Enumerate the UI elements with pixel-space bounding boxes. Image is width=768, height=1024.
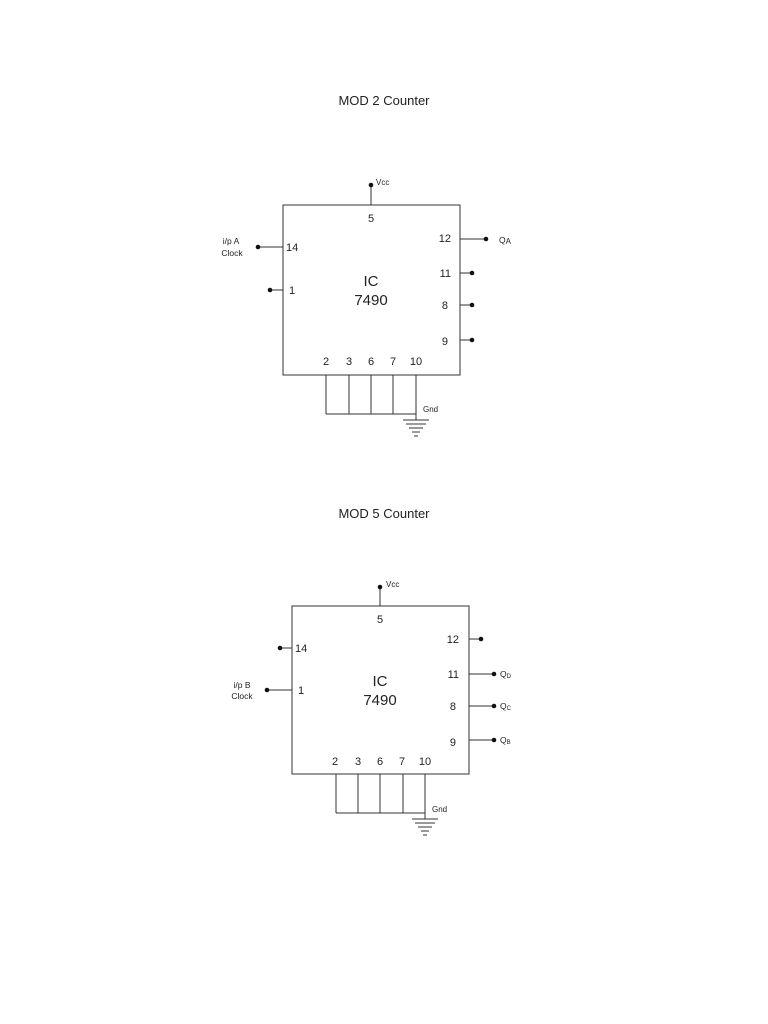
input-a-label: i/p A	[223, 236, 240, 246]
pin-14-label: 14	[286, 242, 298, 254]
vcc-terminal	[377, 584, 383, 590]
mod2-counter-title: MOD 2 Counter	[338, 93, 430, 108]
pin-8-label: 8	[450, 701, 456, 713]
ground-icon	[403, 419, 429, 437]
pin-1-label: 1	[289, 285, 295, 297]
ground-bus	[325, 375, 417, 420]
output-qa-label: QA	[499, 235, 512, 246]
output-qb-label: QB	[500, 735, 511, 746]
pin-9-label: 9	[442, 336, 448, 348]
ic-label-line1: IC	[373, 673, 388, 690]
pin-14-terminal	[277, 645, 283, 651]
input-b-label: i/p B	[233, 680, 250, 690]
pin-11-label: 11	[448, 669, 459, 681]
pin-5-label: 5	[368, 213, 374, 225]
pin-14-terminal	[255, 244, 261, 250]
pin-12-label: 12	[439, 233, 451, 245]
pin-9-terminal	[469, 337, 475, 343]
pin-6-label: 6	[377, 756, 383, 768]
pin-8-terminal	[491, 703, 497, 709]
pin-7-label: 7	[399, 756, 405, 768]
pin-11-label: 11	[440, 268, 451, 280]
pin-8-terminal	[469, 302, 475, 308]
pin-1-label: 1	[298, 685, 304, 697]
pin-1-terminal	[267, 287, 273, 293]
pin-10-label: 10	[419, 756, 431, 768]
pin-12-label: 12	[447, 634, 459, 646]
pin-2-label: 2	[323, 356, 329, 368]
ic-body	[282, 204, 461, 376]
pin-9-label: 9	[450, 737, 456, 749]
input-clock-label: Clock	[231, 691, 253, 701]
pin-12-terminal	[483, 236, 489, 242]
ground-bus	[335, 774, 426, 819]
pin-3-label: 3	[355, 756, 361, 768]
pin-9-terminal	[491, 737, 497, 743]
ground-icon	[412, 818, 438, 836]
pin-2-label: 2	[332, 756, 338, 768]
vcc-label: Vcc	[386, 580, 399, 589]
output-qc-label: QC	[500, 701, 512, 712]
pin-8-label: 8	[442, 300, 448, 312]
mod5-counter-title: MOD 5 Counter	[338, 506, 430, 521]
input-clock-label: Clock	[221, 248, 243, 258]
pin-6-label: 6	[368, 356, 374, 368]
ic-label-line2: 7490	[354, 292, 387, 309]
pin-7-label: 7	[390, 356, 396, 368]
pin-5-label: 5	[377, 614, 383, 626]
pin-3-label: 3	[346, 356, 352, 368]
pin-10-label: 10	[410, 356, 422, 368]
pin-12-terminal	[478, 636, 484, 642]
ic-label-line2: 7490	[363, 692, 396, 709]
pin-11-terminal	[469, 270, 475, 276]
gnd-label: Gnd	[423, 405, 438, 414]
mod5-counter-diagram: Vcc IC 7490 5 14 1 i/p B Clock 12 11 QD …	[231, 580, 512, 836]
ic-label-line1: IC	[364, 273, 379, 290]
output-qd-label: QD	[500, 669, 512, 680]
gnd-label: Gnd	[432, 805, 447, 814]
mod2-counter-diagram: Vcc IC 7490 5 14 i/p A Clock 1 12 QA 11 …	[221, 178, 512, 437]
vcc-label: Vcc	[376, 178, 389, 187]
pin-14-label: 14	[295, 643, 307, 655]
vcc-terminal	[368, 182, 374, 188]
pin-11-terminal	[491, 671, 497, 677]
pin-1-terminal	[264, 687, 270, 693]
ic-body	[291, 605, 470, 775]
